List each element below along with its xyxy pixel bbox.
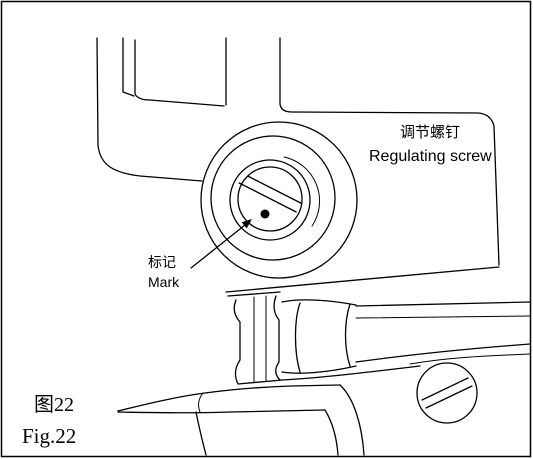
fitting-bottom-edge	[281, 365, 357, 374]
fitting-top-edge	[281, 299, 357, 306]
housing-bottom-edge	[225, 266, 500, 293]
secondary-screw-slot-edge-1	[421, 377, 469, 401]
lever-upper-edge	[117, 384, 341, 412]
fitting-left-contour	[294, 302, 301, 373]
screw-slot-upper-edge	[247, 175, 303, 205]
secondary-screw	[416, 362, 478, 424]
regulating-screw-label-cn: 调节螺钉	[400, 123, 460, 141]
lower-rod-top-edge	[281, 365, 421, 381]
mark-label-cn: 标记	[148, 255, 176, 271]
housing-left-edge	[96, 37, 203, 182]
mark-dot	[260, 209, 270, 219]
lever-left-descender	[195, 411, 207, 456]
lever-lower-edge	[117, 409, 326, 414]
mark-arrow	[190, 219, 252, 269]
hex-nut-top	[227, 291, 281, 297]
upper-housing	[96, 37, 500, 293]
figure-caption-en: Fig.22	[22, 424, 76, 448]
pipe-highlight-line	[355, 315, 531, 319]
mark-arrow-shaft	[190, 224, 246, 269]
screw-slot-lower-edge	[238, 182, 297, 213]
figure-caption-cn: 图22	[34, 394, 74, 416]
regulating-screw-assembly	[200, 121, 358, 279]
lever-joint-curve	[198, 392, 204, 413]
pipe-fitting-assembly	[227, 291, 531, 385]
lever-right-descender	[324, 409, 339, 456]
secondary-screw-slot-edge-2	[425, 385, 473, 409]
housing-recess-outline	[134, 39, 225, 107]
hex-nut-left-side	[233, 299, 283, 385]
mark-arrowhead-icon	[241, 219, 252, 229]
fitting-right-contour	[344, 303, 351, 367]
lower-lever	[117, 384, 365, 456]
hex-nut-right-side	[273, 295, 281, 381]
screw-head-outer	[229, 159, 311, 241]
lower-rod-right-edge	[409, 353, 531, 365]
lower-body-contour	[339, 384, 365, 456]
housing-step-edge	[122, 37, 135, 97]
regulating-screw-label-en: Regulating screw	[369, 148, 492, 165]
secondary-screw-head	[416, 362, 478, 424]
screw-bore-arc	[283, 156, 321, 227]
mark-label-en: Mark	[148, 274, 180, 290]
outer-boss-ring	[200, 121, 358, 279]
pipe-top-edge	[355, 301, 531, 307]
pipe-bottom-edge	[355, 343, 531, 363]
screw-head-inner	[237, 166, 303, 232]
inner-boss-ring	[210, 135, 336, 261]
housing-body-outline	[279, 37, 500, 266]
